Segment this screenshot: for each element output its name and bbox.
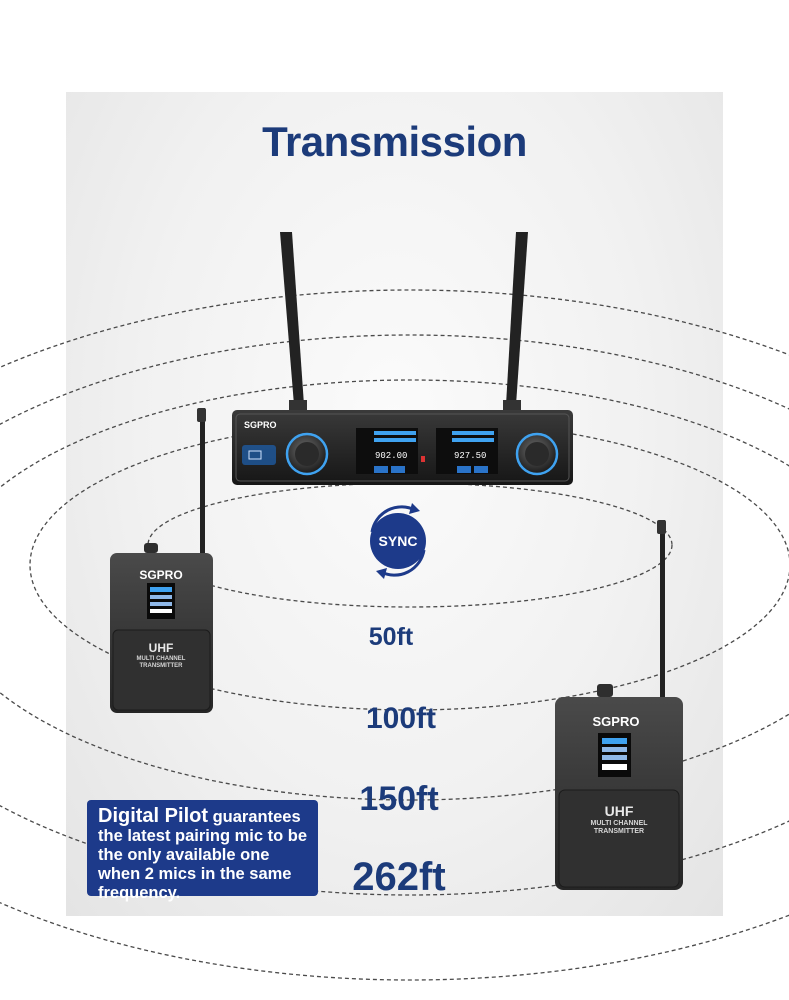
transmitter-right — [555, 520, 683, 890]
distance-150ft: 150ft — [359, 780, 439, 818]
digital-pilot-infobox: Digital Pilot guarantees the latest pair… — [87, 800, 318, 902]
transmitter-right-brand: SGPRO — [592, 714, 640, 729]
antenna-left-icon — [280, 232, 304, 405]
transmitter-left — [110, 408, 213, 713]
sync-label: SYNC — [378, 533, 418, 549]
infobox-lead: Digital Pilot — [98, 805, 208, 827]
range-ring-outer — [0, 289, 789, 981]
infobox-text: guarantees the latest pairing mic to be … — [98, 808, 308, 902]
range-rings — [0, 289, 789, 981]
receiver-unit — [232, 410, 573, 485]
transmitter-right-band: UHF — [604, 803, 634, 819]
transmitter-right-subtitle-2: TRANSMITTER — [593, 828, 645, 835]
distance-50ft: 50ft — [368, 623, 414, 651]
distance-100ft: 100ft — [365, 702, 437, 735]
receiver-ch1-frequency: 902.00 — [375, 451, 408, 461]
transmitter-left-subtitle-2: TRANSMITTER — [139, 663, 183, 669]
range-ring-50ft — [147, 482, 673, 608]
transmitter-left-brand: SGPRO — [139, 568, 183, 582]
distance-262ft: 262ft — [352, 855, 446, 899]
receiver-antennas — [280, 232, 528, 414]
receiver-brand: SGPRO — [244, 420, 277, 430]
range-ring-150ft — [0, 379, 789, 801]
receiver-ch2-frequency: 927.50 — [454, 451, 487, 461]
transmitter-left-subtitle-1: MULTI CHANNEL — [136, 656, 186, 662]
transmitter-left-band: UHF — [148, 641, 174, 655]
transmitter-right-subtitle-1: MULTI CHANNEL — [590, 820, 648, 827]
antenna-right-icon — [506, 232, 528, 405]
page-title: Transmission — [262, 118, 527, 165]
sync-icon — [370, 503, 426, 579]
